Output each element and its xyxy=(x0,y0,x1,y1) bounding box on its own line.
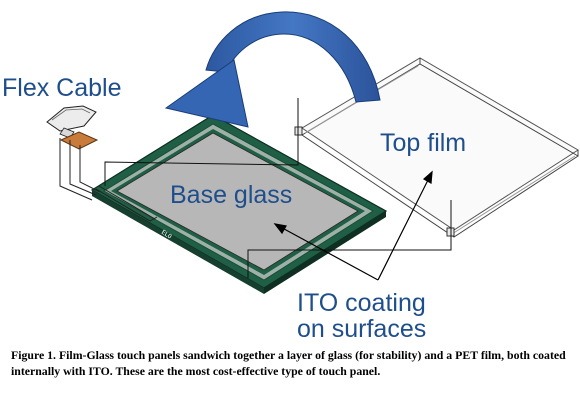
ito-coating-label-line1: ITO coating xyxy=(297,289,426,317)
flex-cable-label: Flex Cable xyxy=(2,74,122,102)
flex-cable xyxy=(46,105,158,222)
touch-panel-diagram: ELO xyxy=(2,11,579,343)
connection-lines xyxy=(104,98,452,278)
svg-text:ELO: ELO xyxy=(160,229,173,241)
figure-caption: Figure 1. Film-Glass touch panels sandwi… xyxy=(11,348,566,378)
top-film-label: Top film xyxy=(380,129,466,157)
curved-arrow-icon xyxy=(164,11,381,128)
ito-coating-label-line2: on surfaces xyxy=(297,315,426,343)
ito-leader-arrows xyxy=(273,170,433,281)
base-glass-label: Base glass xyxy=(170,181,292,209)
